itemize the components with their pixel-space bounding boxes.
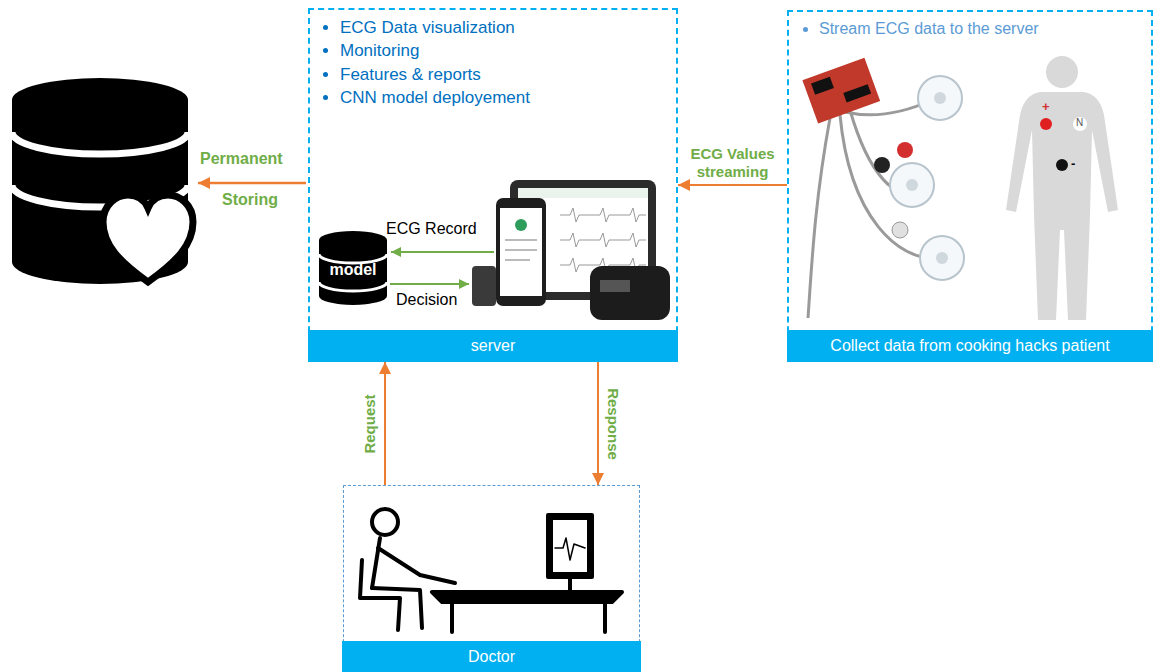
bullet-item: Stream ECG data to the server: [819, 18, 1151, 40]
bp-display: [600, 280, 630, 292]
bullet-item: CNN model deployement: [340, 86, 676, 109]
human-silhouette: [1006, 56, 1118, 320]
phone-line: [505, 259, 530, 261]
arrow-label: Storing: [222, 191, 278, 209]
db-top: [12, 78, 188, 122]
arrow-label: Permanent: [200, 150, 283, 168]
ecg-trace: [560, 208, 646, 222]
cylinder-body: [319, 240, 387, 305]
cable: [808, 118, 830, 318]
desk-leg: [603, 602, 607, 632]
cylinder-ring: [319, 282, 387, 291]
snap-black: [874, 157, 890, 173]
connector-arrow: [678, 184, 787, 186]
board-chip: [843, 84, 871, 102]
monitor: [548, 515, 592, 577]
red-dot: [1040, 118, 1052, 130]
connector-arrow: [384, 362, 386, 485]
electrode-snap: [936, 252, 948, 264]
doctor-panel: Doctor: [343, 485, 640, 672]
cable: [840, 115, 935, 258]
band-title: server: [471, 337, 515, 355]
monitor-screen: [553, 520, 587, 572]
desk-leg: [450, 602, 454, 632]
ecg-kit-picture: [802, 58, 964, 318]
bullet-list: ECG Data visualizationMonitoringFeatures…: [310, 16, 676, 110]
black-dot: [1056, 159, 1068, 171]
arrow-label: Decision: [396, 291, 457, 309]
desk: [432, 592, 622, 602]
snap-red: [897, 142, 913, 158]
board: [802, 58, 880, 124]
cylinder-top: [319, 231, 387, 249]
title-band: Doctor: [342, 641, 641, 672]
doctor-back: [372, 538, 380, 588]
bullet-item: Features & reports: [340, 63, 676, 86]
record-arrow: [391, 251, 494, 253]
model-database: model: [318, 230, 388, 306]
small-device: [472, 266, 496, 306]
db-ring: [12, 132, 188, 154]
connector-arrow: [597, 362, 599, 485]
devices-picture: [472, 180, 670, 320]
polarity-mark: N: [1076, 117, 1083, 129]
bullet-item: Monitoring: [340, 39, 676, 62]
white-dot: [1073, 117, 1087, 131]
database-icon: [12, 78, 193, 284]
phone-frame: [496, 198, 546, 306]
decision-arrow: [390, 283, 469, 285]
title-band: Collect data from cooking hacks patient: [787, 330, 1153, 362]
connector-label: Request: [361, 394, 379, 453]
bp-device: [590, 266, 670, 320]
tablet-header: [518, 188, 648, 198]
phone-line: [505, 239, 537, 241]
patient-panel: Stream ECG data to the serverCollect dat…: [787, 10, 1153, 362]
electrode: [920, 236, 964, 280]
band-title: Collect data from cooking hacks patient: [830, 337, 1109, 355]
monitor-trace: [555, 538, 585, 560]
title-band: server: [308, 330, 678, 362]
electrode-snap: [934, 92, 946, 104]
band-title: Doctor: [468, 648, 515, 666]
monitor-stand: [568, 577, 572, 592]
connector-label: ECG Values streaming: [683, 145, 783, 181]
ecg-trace: [560, 233, 646, 247]
electrode: [918, 76, 962, 120]
electrode: [890, 163, 934, 207]
snap-white: [892, 222, 908, 238]
polarity-mark: -: [1071, 157, 1075, 172]
doctor-head: [372, 509, 398, 535]
head: [1046, 56, 1078, 88]
bullet-item: ECG Data visualization: [340, 16, 676, 39]
phone-line: [505, 249, 537, 251]
storing-arrow: [198, 182, 306, 185]
connector-label: Response: [604, 388, 622, 460]
phone-icon: [515, 219, 527, 231]
phone-screen: [500, 208, 542, 296]
board-chip: [811, 77, 834, 95]
doctor-arm: [378, 548, 455, 583]
server-panel: ECG Data visualizationMonitoringFeatures…: [308, 8, 678, 362]
electrode-snap: [906, 179, 918, 191]
doctor-picture: [360, 509, 622, 632]
arrow-label: ECG Record: [386, 220, 477, 238]
bullet-list: Stream ECG data to the server: [789, 18, 1151, 40]
body: [1006, 92, 1118, 320]
chair: [360, 560, 400, 630]
polarity-mark: +: [1042, 100, 1050, 115]
heart-icon: [103, 195, 193, 282]
cylinder-label: model: [318, 261, 388, 279]
board-pcb: [802, 58, 880, 124]
